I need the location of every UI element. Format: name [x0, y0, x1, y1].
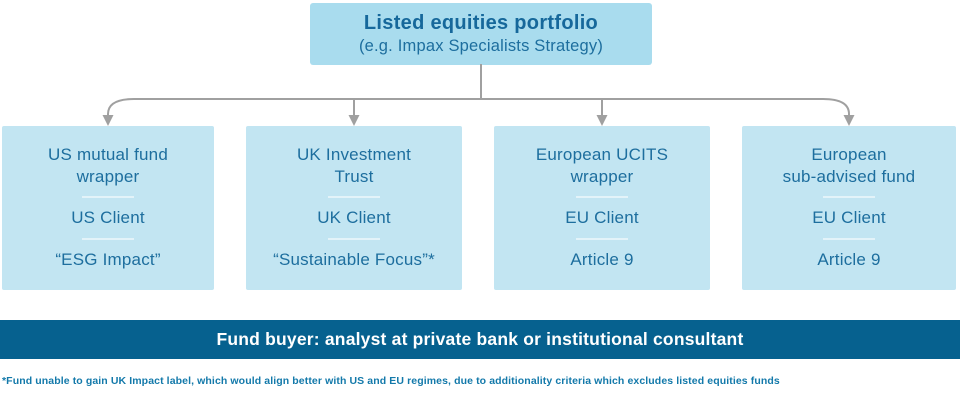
arrowhead-icon: [596, 115, 608, 126]
fund-client-label: UK Client: [317, 208, 391, 228]
divider: [82, 196, 134, 198]
root-node: Listed equities portfolio (e.g. Impax Sp…: [310, 3, 652, 65]
divider: [576, 238, 628, 240]
fund-client-label: EU Client: [812, 208, 886, 228]
fund-wrapper-label: European UCITS wrapper: [535, 145, 669, 186]
fund-buyer-bar: Fund buyer: analyst at private bank or i…: [0, 320, 960, 359]
fund-designation-label: Article 9: [570, 250, 634, 270]
divider: [82, 238, 134, 240]
fund-node-european-ucits: European UCITS wrapper EU Client Article…: [494, 126, 710, 290]
divider: [328, 238, 380, 240]
arrowhead-icon: [348, 115, 360, 126]
branch-right-outer: [481, 98, 850, 116]
divider: [823, 196, 875, 198]
fund-client-label: US Client: [71, 208, 145, 228]
fund-designation-label: Article 9: [817, 250, 881, 270]
fund-wrapper-label: European sub-advised fund: [782, 145, 916, 186]
fund-designation-label: “Sustainable Focus”*: [273, 250, 435, 270]
root-subtitle: (e.g. Impax Specialists Strategy): [358, 36, 604, 55]
fund-node-us-mutual-fund: US mutual fund wrapper US Client “ESG Im…: [2, 126, 214, 290]
footnote: *Fund unable to gain UK Impact label, wh…: [2, 375, 780, 387]
fund-buyer-text: Fund buyer: analyst at private bank or i…: [216, 329, 744, 349]
fund-node-uk-investment-trust: UK Investment Trust UK Client “Sustainab…: [246, 126, 462, 290]
fund-designation-label: “ESG Impact”: [55, 250, 161, 270]
connector-arrows: [102, 64, 855, 126]
divider: [328, 196, 380, 198]
root-title: Listed equities portfolio: [363, 11, 599, 34]
divider: [576, 196, 628, 198]
fund-wrapper-label: UK Investment Trust: [296, 145, 412, 186]
arrowhead-icon: [843, 115, 855, 126]
branch-left-outer: [107, 98, 481, 116]
arrowhead-icon: [102, 115, 114, 126]
divider: [823, 238, 875, 240]
fund-wrapper-label: US mutual fund wrapper: [48, 145, 168, 186]
fund-node-european-sub-advised: European sub-advised fund EU Client Arti…: [742, 126, 956, 290]
fund-client-label: EU Client: [565, 208, 639, 228]
